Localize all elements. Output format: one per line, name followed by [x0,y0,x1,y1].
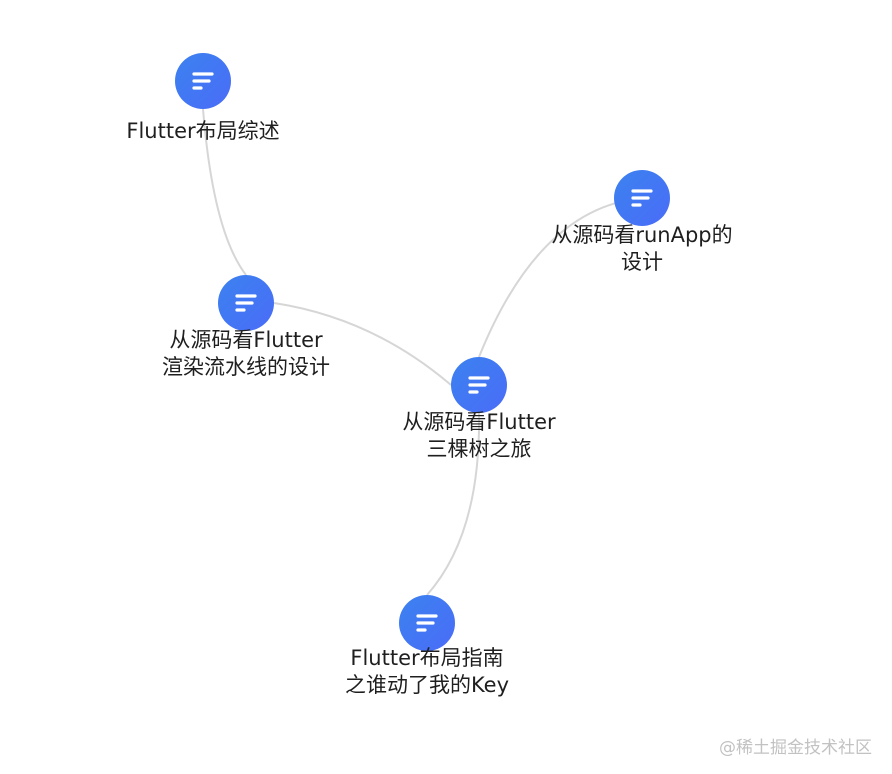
node-render-pipeline[interactable]: 从源码看Flutter 渲染流水线的设计 [162,275,330,379]
node-runapp[interactable]: 从源码看runApp的设计 [551,170,733,274]
node-layout-overview[interactable]: Flutter布局综述 [126,53,280,143]
node-label-line: 渲染流水线的设计 [162,355,330,379]
node-label: Flutter布局综述 [126,119,279,143]
list-icon [192,72,214,90]
watermark: @稀土掘金技术社区 [719,738,872,758]
edge-three-trees-to-layout-guide-key [426,412,481,596]
edges [202,108,643,596]
list-icon [631,189,653,207]
node-layout-guide-key[interactable]: Flutter布局指南之谁动了我的Key [345,595,509,697]
edge-render-pipeline-to-three-trees [273,302,452,386]
list-icon [235,294,257,312]
node-three-trees[interactable]: 从源码看Flutter 三棵树之旅 [402,357,556,461]
list-icon [416,614,438,632]
edge-layout-overview-to-render-pipeline [202,108,247,276]
node-label: 从源码看runApp的设计 [551,223,732,274]
list-icon [468,376,490,394]
node-label-line: 之谁动了我的Key [345,673,509,697]
node-label-line: 设计 [621,250,663,274]
node-label: 从源码看Flutter 三棵树之旅 [402,410,556,461]
node-label-line: 从源码看Flutter [402,410,556,434]
node-label: Flutter布局指南之谁动了我的Key [345,646,509,697]
node-label: 从源码看Flutter 渲染流水线的设计 [162,328,330,379]
node-label-line: 三棵树之旅 [427,437,532,461]
node-label-line: Flutter布局综述 [126,119,279,143]
edge-three-trees-to-runapp [478,197,643,358]
node-label-line: 从源码看Flutter [169,328,323,352]
node-label-line: 从源码看runApp的 [551,223,732,247]
node-label-line: Flutter布局指南 [350,646,503,670]
